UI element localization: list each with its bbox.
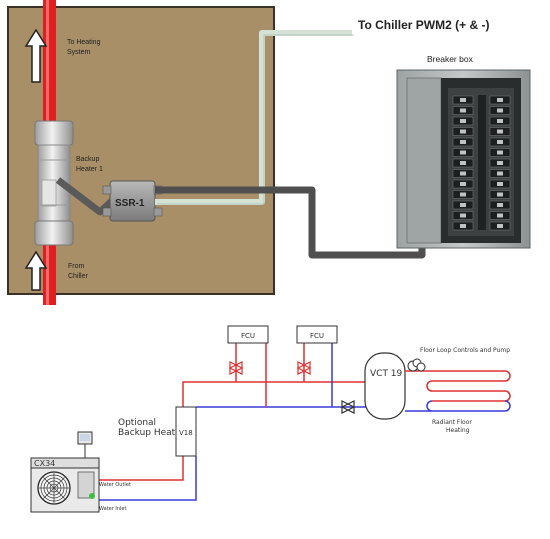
- fan-grill-spoke: [53, 477, 65, 489]
- label-optional-backup-line1: Optional: [118, 418, 156, 428]
- flow-up-arrow-bottom-icon: [24, 250, 48, 291]
- installation-photo: To Heating System Backup Heater 1 From C…: [7, 0, 531, 305]
- breaker-toggle: [460, 213, 466, 218]
- breaker-toggle: [497, 140, 503, 144]
- fan-grill-spoke: [53, 487, 65, 499]
- breaker-toggle: [460, 192, 466, 197]
- breaker-toggle: [497, 224, 503, 228]
- label-from-chiller-line2: Chiller: [68, 273, 89, 280]
- supply-cx34-line: [96, 456, 184, 481]
- label-from-chiller-line1: From: [68, 263, 85, 270]
- label-water-outlet: Water Outlet: [99, 482, 131, 488]
- label-fcu-left: FCU: [241, 332, 255, 340]
- label-optional-backup-line2: Backup Heat: [118, 428, 176, 438]
- breaker-toggle: [460, 224, 466, 228]
- fcu-right-box: [296, 325, 338, 344]
- fan-grill-spoke: [43, 477, 55, 489]
- breaker-toggle: [497, 150, 503, 155]
- fan-grill-spoke: [43, 487, 55, 499]
- breaker-toggle: [460, 119, 466, 123]
- radiant-floor-loops: [405, 370, 511, 402]
- label-to-heating-line1: To Heating: [67, 39, 101, 46]
- label-v18: V18: [179, 429, 193, 437]
- breaker-toggle: [497, 213, 503, 218]
- backup-heater: [34, 120, 74, 246]
- breaker-toggle: [497, 129, 503, 134]
- breaker-toggle: [460, 129, 466, 134]
- breaker-toggle: [497, 98, 503, 102]
- breaker-toggle: [460, 140, 466, 144]
- breaker-toggle: [460, 161, 466, 165]
- breaker-toggle: [497, 108, 503, 113]
- label-water-inlet: Water Inlet: [99, 506, 126, 512]
- breaker-switches: [452, 95, 511, 231]
- flow-up-arrow-top-icon: [24, 28, 48, 83]
- label-fcu-right: FCU: [310, 332, 324, 340]
- label-vct-19: VCT 19: [370, 369, 403, 379]
- label-breaker-box: Breaker box: [427, 54, 474, 64]
- breaker-panel-dark-channel: [478, 95, 486, 230]
- label-floor-loop-controls: Floor Loop Controls and Pump: [420, 347, 510, 354]
- breaker-toggle: [460, 98, 466, 102]
- label-to-heating-line2: System: [67, 49, 91, 56]
- label-cx34: CX34: [34, 459, 55, 468]
- return-v18-line: [96, 456, 197, 501]
- label-backup-heater-line1: Backup: [76, 156, 99, 163]
- label-to-chiller-pwm2: To Chiller PWM2 (+ & -): [358, 18, 489, 32]
- plumbing-schematic: FCU FCU VCT 19 Floor Loop Controls and P…: [30, 325, 511, 513]
- breaker-toggle: [497, 192, 503, 197]
- breaker-toggle: [497, 161, 503, 165]
- cx34-fan-grill: [39, 473, 69, 503]
- cx34-heat-pump: [30, 431, 100, 513]
- breaker-toggle: [460, 203, 466, 207]
- breaker-toggle: [460, 171, 466, 176]
- label-radiant-floor-line2: Heating: [446, 427, 470, 434]
- supply-main-line: [182, 381, 370, 407]
- breaker-toggle: [460, 182, 466, 186]
- v18-backup-heater: [175, 406, 197, 457]
- return-mixing-valve-icon: [340, 400, 356, 414]
- fcu-left-valve-icon: [228, 361, 244, 375]
- breaker-toggle: [497, 119, 503, 123]
- breaker-toggle: [497, 182, 503, 186]
- breaker-toggle: [497, 203, 503, 207]
- breaker-toggle: [497, 171, 503, 176]
- fcu-right-valve-icon: [296, 361, 312, 375]
- fcu-left-box: [227, 325, 269, 344]
- vct-19-tank: [364, 352, 406, 420]
- breaker-toggle: [460, 150, 466, 155]
- breaker-toggle: [460, 108, 466, 113]
- label-radiant-floor-line1: Radiant Floor: [432, 419, 472, 426]
- pwm-control-wire: [155, 30, 352, 205]
- floor-loop-pump-icon: [407, 358, 426, 372]
- label-backup-heater-line2: Heater 1: [76, 166, 103, 173]
- label-ssr-1: SSR-1: [115, 198, 145, 209]
